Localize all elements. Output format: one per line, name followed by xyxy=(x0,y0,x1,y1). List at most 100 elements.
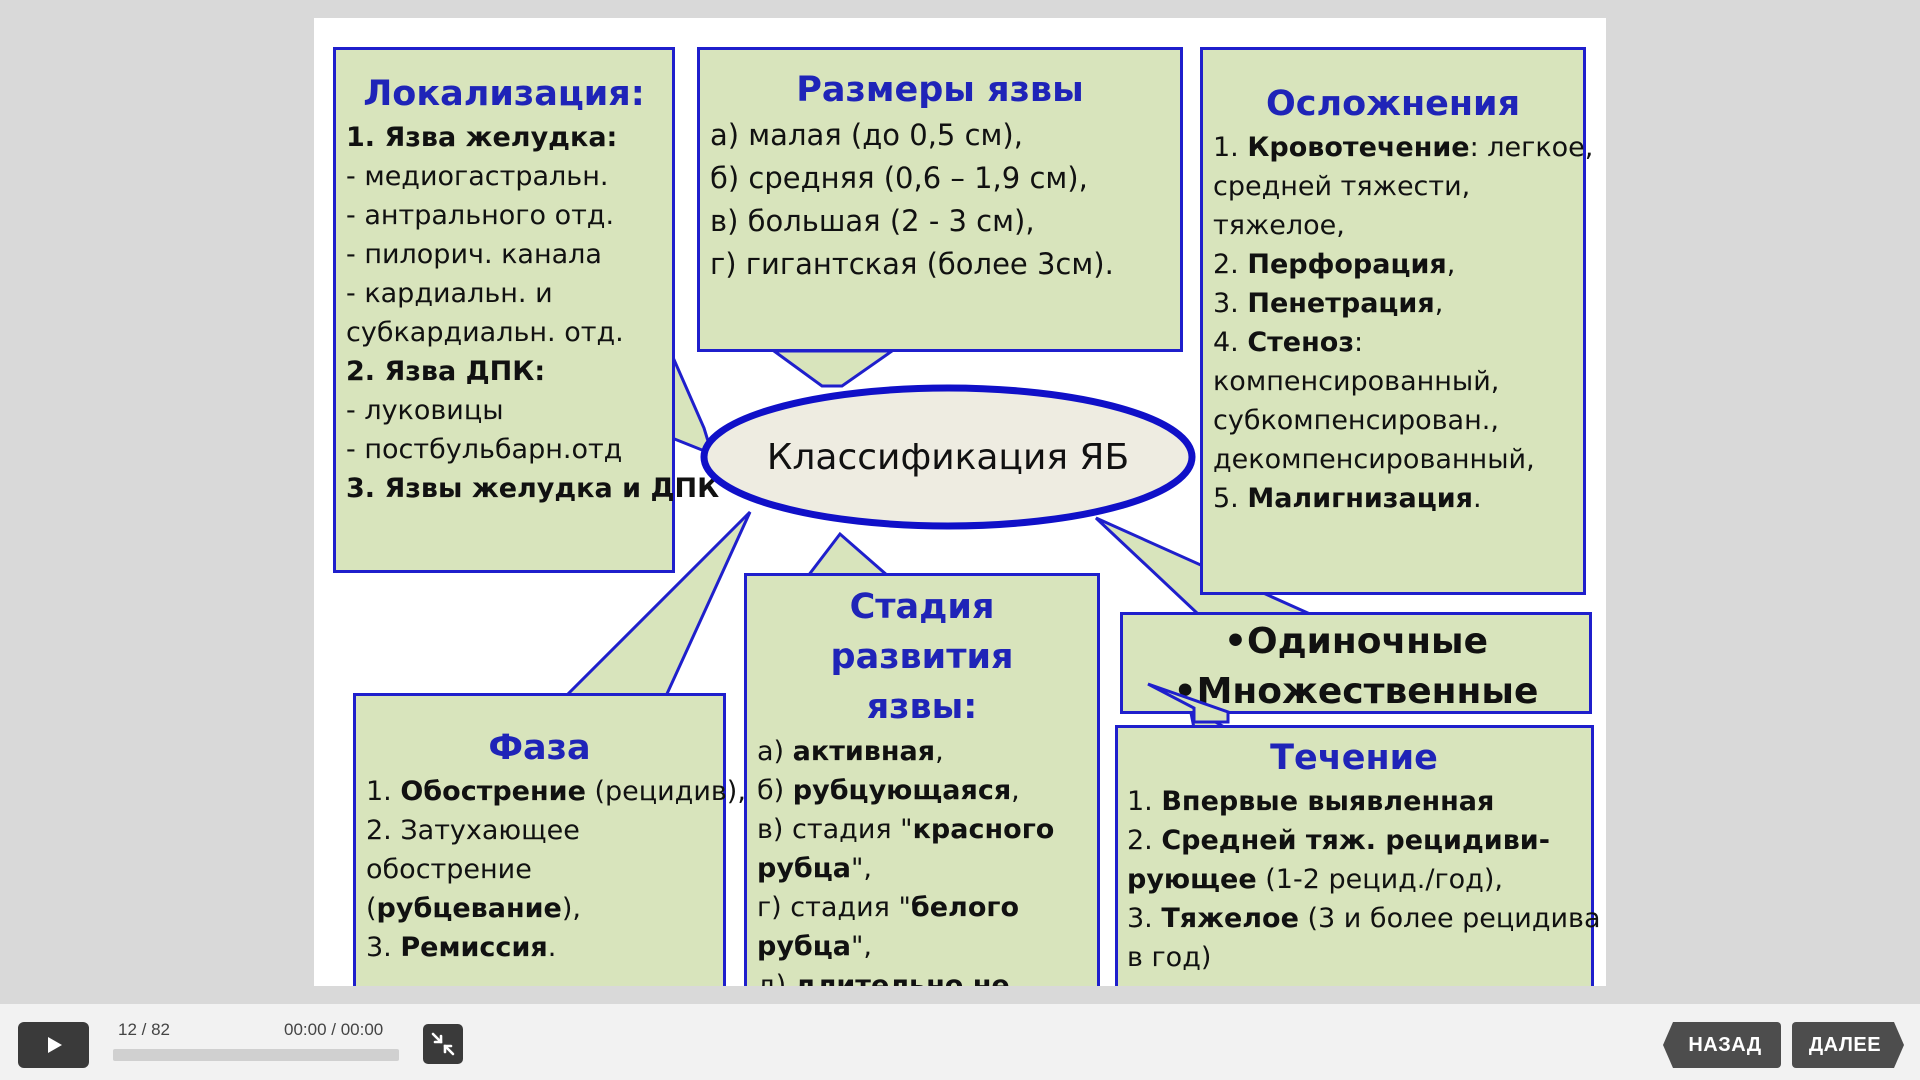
text: (1-2 рецид./год), xyxy=(1256,864,1503,895)
text: г) стадия " xyxy=(757,892,911,923)
time-display: 00:00 / 00:00 xyxy=(284,1020,384,1039)
connector-stage xyxy=(804,531,892,578)
play-button[interactable] xyxy=(18,1022,89,1068)
list-item: 3. Пенетрация, xyxy=(1213,284,1573,323)
text: г) гигантская (более 3см). xyxy=(710,247,1114,281)
text: субкомпенсирован., xyxy=(1213,405,1499,436)
list-item: декомпенсированный, xyxy=(1213,440,1573,479)
text: - медиогастральн. xyxy=(346,161,609,192)
list-item: - антрального отд. xyxy=(346,196,662,235)
text: б) средняя (0,6 – 1,9 см), xyxy=(710,161,1088,195)
text: ", xyxy=(851,853,873,884)
text: - кардиальн. и xyxy=(346,278,553,309)
text: 1. xyxy=(366,776,401,807)
bold-text: Малигнизация xyxy=(1247,483,1473,514)
text: д) xyxy=(757,970,795,986)
list-item: д) длительно не xyxy=(757,966,1087,986)
exit-fullscreen-button[interactable] xyxy=(423,1024,463,1064)
text: ), xyxy=(561,893,581,924)
text: - пилорич. канала xyxy=(346,239,602,270)
list-item: 2. Средней тяж. рецидиви- xyxy=(1127,821,1581,860)
back-button[interactable]: НАЗАД xyxy=(1663,1022,1781,1068)
slide-canvas: Локализация: 1. Язва желудка:- медиогаст… xyxy=(314,18,1606,986)
text: ( xyxy=(366,893,377,924)
list-item: 1. Впервые выявленная xyxy=(1127,782,1581,821)
course-title: Течение xyxy=(1270,738,1438,778)
text: - антрального отд. xyxy=(346,200,615,231)
bold-text: рубцующаяся xyxy=(792,775,1012,806)
list-item: 1. Обострение (рецидив), xyxy=(366,772,746,811)
ulcer-count-box: •Одиночные •Множественные xyxy=(1120,612,1592,714)
text: (рецидив), xyxy=(585,776,746,807)
localization-box: Локализация: 1. Язва желудка:- медиогаст… xyxy=(333,47,719,573)
bold-text: длительно не xyxy=(794,970,1010,986)
bold-text: Обострение xyxy=(400,776,586,807)
ulcer-size-title: Размеры язвы xyxy=(796,70,1084,110)
text: , xyxy=(935,736,944,767)
complications-title: Осложнения xyxy=(1265,84,1521,124)
text: 2. xyxy=(1213,249,1248,280)
list-item: 3. Ремиссия. xyxy=(366,928,713,967)
stage-box: Стадия развития язвы: а) активная,б) руб… xyxy=(744,573,1100,986)
bold-text: 3. Язвы желудка и ДПК xyxy=(346,473,720,504)
complications-box: Осложнения 1. Кровотечение: легкое,средн… xyxy=(1200,47,1593,595)
text: декомпенсированный, xyxy=(1213,444,1535,475)
bold-text: 1. Язва желудка: xyxy=(346,122,618,153)
connector-size xyxy=(769,349,897,388)
bold-text: Ремиссия xyxy=(400,932,548,963)
text: 1. xyxy=(1213,132,1248,163)
list-item: г) стадия "белого xyxy=(757,888,1087,927)
list-item: рующее (1-2 рецид./год), xyxy=(1127,860,1581,899)
list-item: - пилорич. канала xyxy=(346,235,662,274)
text: 5. xyxy=(1213,483,1248,514)
list-item: в год) xyxy=(1127,938,1581,977)
slide-counter: 12 / 82 xyxy=(118,1020,170,1039)
list-item: рубца", xyxy=(757,927,1087,966)
progress-bar[interactable] xyxy=(113,1049,399,1061)
localization-list: 1. Язва желудка: - медиогастральн. - антра… xyxy=(346,118,719,508)
list-item: б) рубцующаяся, xyxy=(757,771,1087,810)
list-item: 5. Малигнизация. xyxy=(1213,479,1573,518)
text: ", xyxy=(851,931,873,962)
stage-title: Стадия развития язвы: xyxy=(830,587,1014,727)
list-item: субкомпенсирован., xyxy=(1213,401,1573,440)
phase-title: Фаза xyxy=(488,728,591,768)
list-item: (рубцевание), xyxy=(366,889,713,928)
text: 3. xyxy=(366,932,401,963)
list-item: в) стадия "красного xyxy=(757,810,1087,849)
list-item: 4. Стеноз: xyxy=(1213,323,1573,362)
list-item: средней тяжести, xyxy=(1213,167,1573,206)
bold-text: 2. Язва ДПК: xyxy=(346,356,546,387)
text: (3 и более рецидива xyxy=(1298,903,1601,934)
bold-text: Тяжелое xyxy=(1161,903,1299,934)
list-item: обострение xyxy=(366,850,713,889)
list-item: - луковицы xyxy=(346,391,662,430)
list-item: 2. Перфорация, xyxy=(1213,245,1573,284)
text: : легкое, xyxy=(1469,132,1594,163)
text: , xyxy=(1011,775,1020,806)
bold-text: Пенетрация xyxy=(1247,288,1435,319)
ulcer-size-box: Размеры язвы а) малая (до 0,5 см),б) сре… xyxy=(697,47,1183,352)
bold-text: рубца xyxy=(757,853,852,884)
text: обострение xyxy=(366,854,532,885)
play-icon xyxy=(47,1037,62,1053)
text: , xyxy=(1434,288,1444,319)
list-item: тяжелое, xyxy=(1213,206,1573,245)
list-item: б) средняя (0,6 – 1,9 см), xyxy=(710,157,1170,200)
next-button[interactable]: ДАЛЕЕ xyxy=(1792,1022,1904,1068)
center-label: Классификация ЯБ xyxy=(766,436,1130,478)
count-single: •Одиночные xyxy=(1223,621,1489,662)
bold-text: Стеноз xyxy=(1247,327,1355,358)
list-item: - медиогастральн. xyxy=(346,157,662,196)
text: компенсированный, xyxy=(1213,366,1500,397)
stage-list: а) активная,б) рубцующаяся,в) стадия "кр… xyxy=(757,732,1087,986)
text: - луковицы xyxy=(346,395,504,426)
text: б) xyxy=(757,775,793,806)
bold-text: Перфорация xyxy=(1247,249,1447,280)
list-item: 3. Язвы желудка и ДПК xyxy=(346,469,719,508)
text: . xyxy=(547,932,557,963)
list-item: 1. Язва желудка: xyxy=(346,118,662,157)
